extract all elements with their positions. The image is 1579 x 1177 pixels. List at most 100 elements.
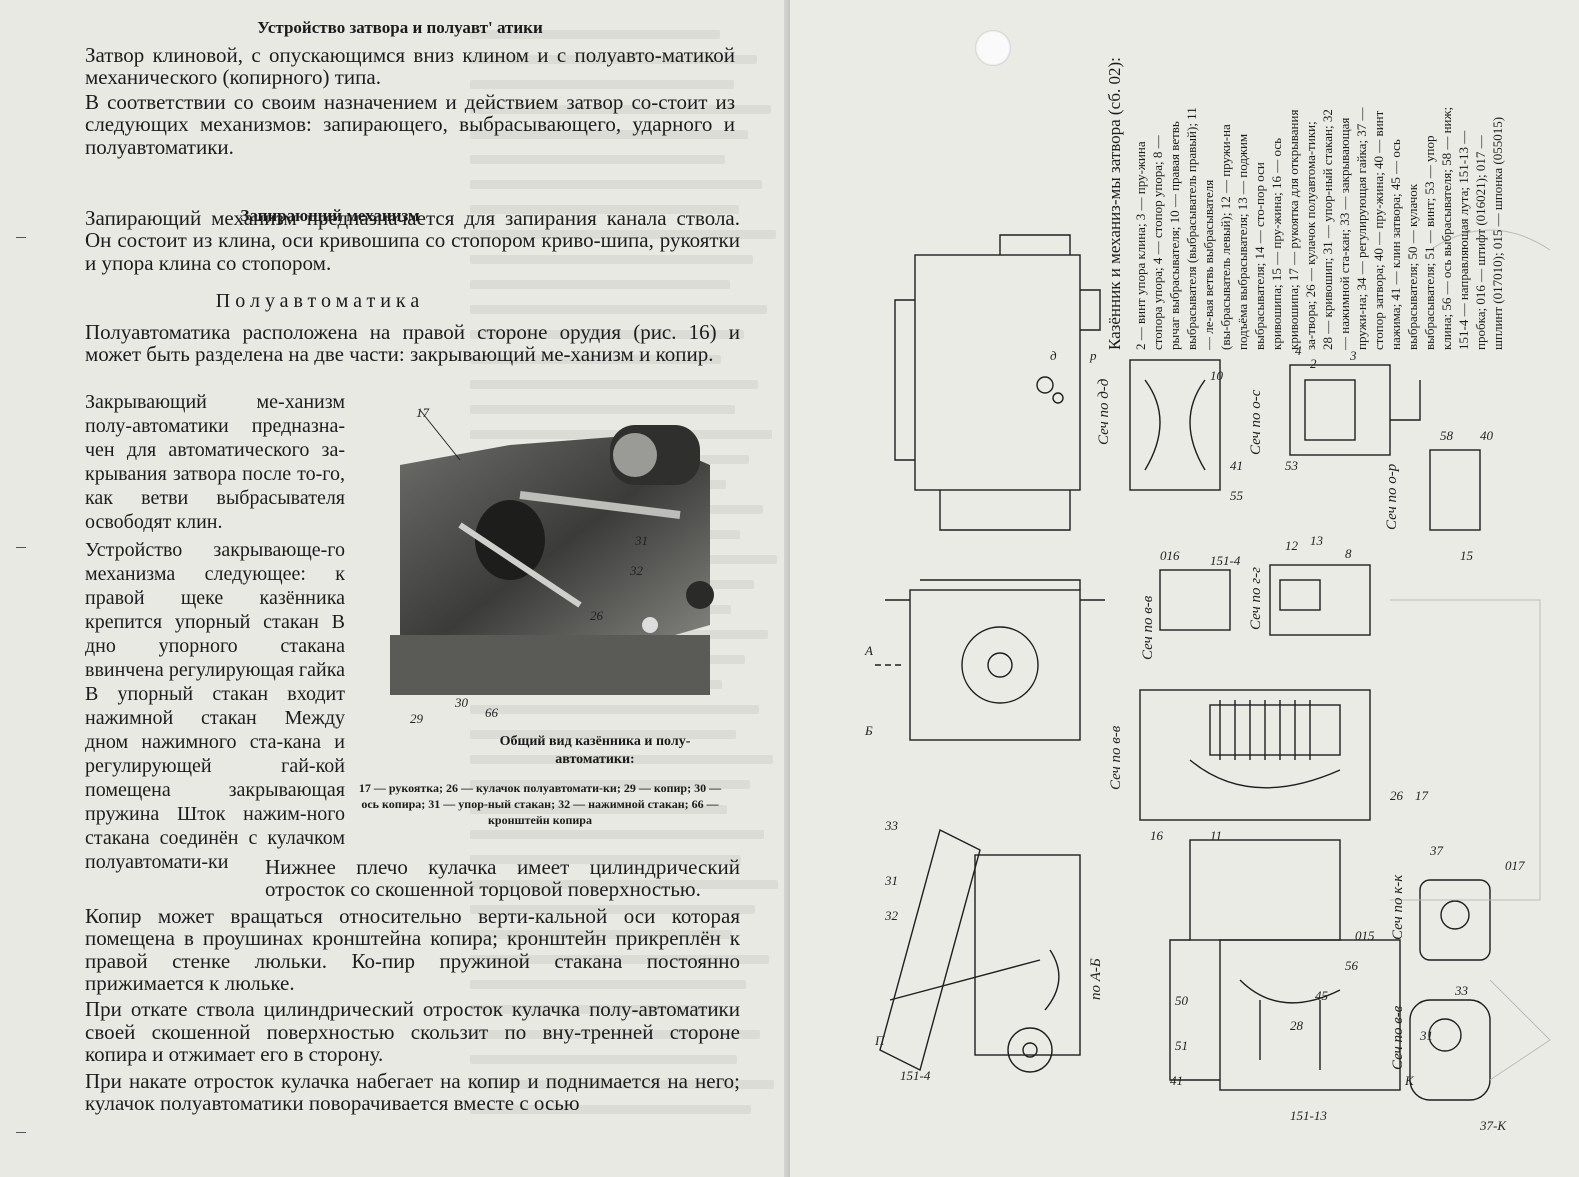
part-number: 015 [1355,928,1375,943]
margin-mark [16,237,26,238]
part-number: 53 [1285,458,1299,473]
legend-line: выбрасывателя; 50 — кулачок [1405,183,1420,350]
section-label: Сеч по г-г [1248,567,1264,630]
part-number: 31 [1419,1028,1433,1043]
paragraph: Копир может вращаться относительно верти… [85,903,740,996]
part-number: д [1050,348,1057,363]
ghost-line [470,380,758,389]
legend-line: 151-4 — направляющая лута; 151-13 — [1456,130,1471,350]
part-number: 56 [1345,958,1359,973]
part-number: 26 [1390,788,1404,803]
legend-line: 28 — кривошип; 31 — упор-ный стакан; 32 [1320,109,1335,350]
part-number: 4 [1295,343,1302,358]
drawing-lines [875,229,1551,1101]
paragraph: Запирающий механизм предназначается для … [85,206,740,275]
breech-photo: 17 31 32 26 29 30 66 [380,405,730,730]
part-number-labels: 10 4 2 3 53 41 55 12 13 8 016 151-4 58 4… [864,343,1525,1133]
part-number: р [1089,348,1097,363]
legend-line: выбрасывателя (выбрасыватель правый); 11 [1184,107,1199,350]
part-number: 51 [1175,1038,1188,1053]
narrow-column-text: Закрывающий ме-ханизм полу-автоматики пр… [85,390,345,874]
breech-photo-illustration: 17 31 32 26 29 30 66 [390,405,714,726]
figure-legend: 17 — рукоятка; 26 — кулачок полуавтомати… [358,781,722,827]
part-number: 016 [1160,548,1180,563]
legend-line: выбрасывателя; 14 — сто-пор оси [1252,162,1267,350]
semi-heading: Полуавтоматика [215,290,425,312]
part-number: 55 [1230,488,1244,503]
part-number: 15 [1460,548,1474,563]
legend-line: рычаг выбрасывателя; 10 — правая ветвь [1167,121,1182,350]
part-number: К [1404,1073,1415,1088]
section-label: Сеч по к-к [1390,874,1406,940]
legend-heading: Казённик и механиз-мы затвора (сб. 02): [1105,57,1124,350]
ghost-line [470,305,767,314]
part-number: 8 [1345,546,1352,561]
ghost-line [470,830,764,839]
legend-line: выбрасывателя; 51 — винт; 53 — упор [1422,136,1437,351]
legend-line: (вы-брасыватель левый); 12 — пружи-на [1218,124,1233,350]
paragraph: Устройство закрывающе-го механизма следу… [85,539,345,873]
part-number: 41 [1230,458,1243,473]
section-label: Сеч по о-р [1384,463,1400,530]
section-label: Сеч по о-с [1248,389,1264,455]
callout-30: 30 [454,695,469,710]
right-page: Сеч по д-д Сеч по о-с Сеч по о-р Сеч по … [790,0,1579,1177]
part-number: 17 [1415,788,1429,803]
legend-line: за-твора; 26 — кулачок полуавтома-тики; [1303,121,1318,350]
part-number: 3 [1349,348,1357,363]
breech-mechanism-drawing: Сеч по д-д Сеч по о-с Сеч по о-р Сеч по … [864,57,1551,1133]
paragraph: Нижнее плечо кулачка имеет цилиндрически… [265,855,740,902]
part-number: 37-К [1479,1118,1507,1133]
part-number: 33 [884,818,899,833]
section-label: Сеч по д-д [1096,378,1112,445]
paragraph: При откате ствола цилиндрический отросто… [85,997,740,1067]
part-number: 31 [884,873,898,888]
punch-hole [975,30,1011,66]
callout-32: 32 [629,563,644,578]
part-number: 017 [1505,858,1525,873]
legend-line: клина; 56 — ось выбрасывателя; 58 — ниж; [1439,107,1454,350]
section-title: Устройство затвора и полуавт' атики [257,18,543,37]
paragraph: При накате отросток кулачка набегает на … [85,1068,740,1116]
legend-line: — нажимной ста-кан; 33 — закрывающая [1337,118,1352,351]
part-number: 33 [1454,983,1469,998]
part-number: 40 [1480,428,1494,443]
part-number: 28 [1290,1018,1304,1033]
legend-line: кривошипа; 15 — пру-жина; 16 — ось [1269,138,1284,350]
legend-line: пружи-на; 34 — регулирующая гайка; 37 — [1354,106,1369,350]
callout-26: 26 [590,608,604,623]
rotated-legend: Казённик и механиз-мы затвора (сб. 02): [1105,57,1124,350]
part-number: 50 [1175,993,1189,1008]
part-number: 11 [1210,828,1222,843]
part-number: 41 [1170,1073,1183,1088]
legend-line: — ле-вая ветвь выбрасывателя [1201,180,1216,351]
section-label: Сеч по в-в [1140,595,1156,660]
section-labels: Сеч по д-д Сеч по о-с Сеч по о-р Сеч по … [1088,378,1406,1070]
part-number: 32 [884,908,899,923]
callout-29: 29 [410,711,424,726]
callout-31: 31 [634,533,648,548]
margin-mark [16,547,26,548]
figure-caption: Общий вид казённика и полу-автоматики: [499,734,691,767]
part-number: 10 [1210,368,1224,383]
part-number: 13 [1310,533,1324,548]
part-number: П [874,1033,886,1048]
section-label: по А-Б [1088,958,1104,1000]
part-number: А [864,643,873,658]
part-number: 2 [1310,356,1317,371]
ghost-line [470,280,730,289]
callout-66: 66 [485,705,499,720]
part-number: Б [864,723,873,738]
part-number: 45 [1315,988,1329,1003]
part-number: 151-4 [1210,553,1241,568]
section-label: Сеч по в-в [1108,725,1124,790]
legend-line: стопор затвора; 40 — пру-жина; 40 — винт [1371,110,1386,350]
callout-17: 17 [416,405,430,420]
part-number: 151-4 [900,1068,931,1083]
paragraph: Затвор клиновой, с опускающимся вниз кли… [85,43,735,90]
semi-text: Полуавтоматика расположена на правой сто… [85,321,740,366]
part-number: 37 [1429,843,1444,858]
legend-line: стопора упора; 4 — стопор упора; 8 — [1150,134,1165,350]
legend-line: кривошипа; 17 — рукоятка для открывания [1286,110,1301,350]
section-label: Сеч по в-в [1390,1005,1406,1070]
